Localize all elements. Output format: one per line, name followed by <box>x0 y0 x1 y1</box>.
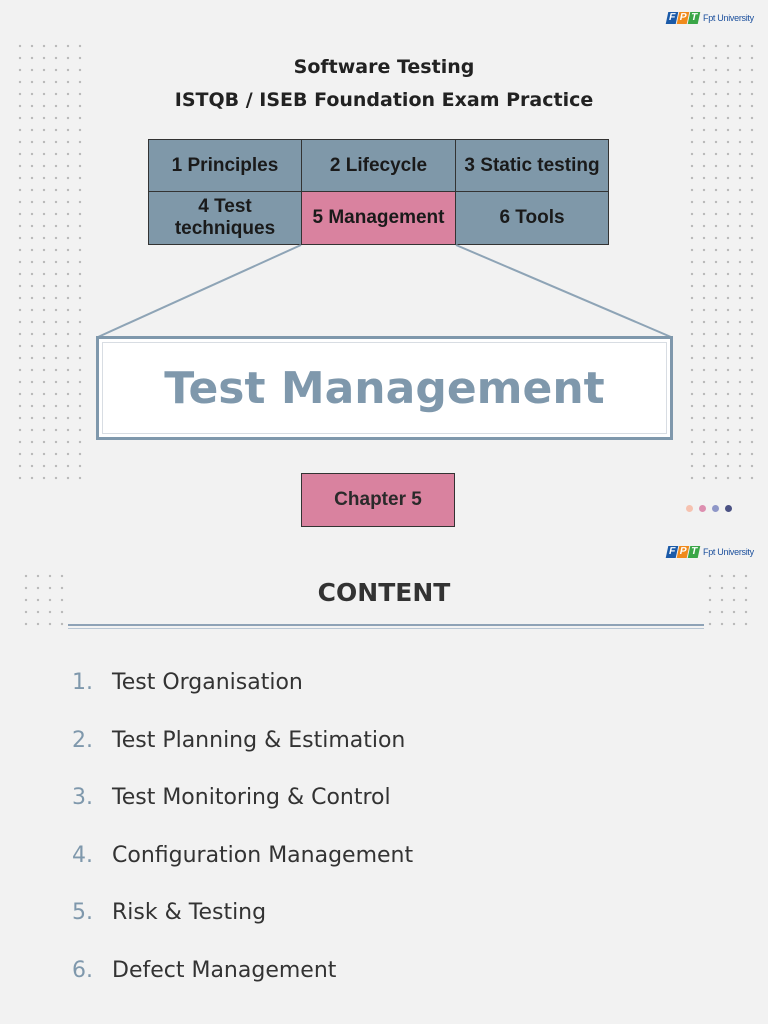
list-item: 2. Test Planning & Estimation <box>72 728 413 786</box>
logo-text: Fpt University <box>703 13 754 23</box>
slide-title-line-2: ISTQB / ISEB Foundation Exam Practice <box>174 89 594 111</box>
logo-text: Fpt University <box>703 547 754 557</box>
list-item: 4. Configuration Management <box>72 843 413 901</box>
topic-box-tools: 6 Tools <box>455 191 609 245</box>
heading-text: Test Management <box>164 362 605 414</box>
dot-pattern-left <box>14 40 86 480</box>
list-item-number: 1. <box>72 670 93 695</box>
dot-navy <box>725 505 732 512</box>
list-item-text: Test Planning & Estimation <box>112 727 406 753</box>
slide-title-line-1: Software Testing <box>293 56 475 78</box>
list-item: 1. Test Organisation <box>72 670 413 728</box>
decorative-dots <box>686 505 738 512</box>
content-title: CONTENT <box>317 578 451 607</box>
list-item-text: Test Organisation <box>112 670 303 695</box>
topic-box-lifecycle: 2 Lifecycle <box>301 139 456 192</box>
topic-box-test-techniques: 4 Test techniques <box>148 191 302 245</box>
list-item-text: Defect Management <box>112 957 337 983</box>
list-item: 3. Test Monitoring & Control <box>72 785 413 843</box>
list-item-text: Test Monitoring & Control <box>112 785 391 810</box>
list-item: 6. Defect Management <box>72 958 413 1016</box>
fpt-university-logo: F P T Fpt University <box>665 12 754 24</box>
list-item-number: 2. <box>72 727 93 753</box>
list-item-number: 5. <box>72 900 93 925</box>
list-item-number: 6. <box>72 957 93 983</box>
logo-letter-t: T <box>687 546 701 558</box>
list-item-number: 4. <box>72 842 93 868</box>
list-item-number: 3. <box>72 785 93 810</box>
list-item: 5. Risk & Testing <box>72 900 413 958</box>
dot-pattern-right <box>686 40 758 480</box>
heading-box: Test Management <box>96 336 673 440</box>
title-underline-secondary <box>68 628 704 629</box>
fpt-university-logo: F P T Fpt University <box>665 546 754 558</box>
chapter-badge: Chapter 5 <box>301 473 455 527</box>
dot-pattern-right <box>704 570 748 632</box>
zoom-line-left <box>97 244 302 338</box>
dot-lavender <box>712 505 719 512</box>
topic-box-static-testing: 3 Static testing <box>455 139 609 192</box>
dot-pink <box>699 505 706 512</box>
title-underline <box>68 624 704 626</box>
zoom-line-right <box>455 244 672 338</box>
dot-peach <box>686 505 693 512</box>
content-slide: F P T Fpt University CONTENT 1. Test Orga… <box>0 540 768 1024</box>
title-slide: F P T Fpt University Software Testing IS… <box>14 12 758 527</box>
content-list: 1. Test Organisation 2. Test Planning & Es… <box>72 670 413 1015</box>
list-item-text: Risk & Testing <box>112 900 267 925</box>
dot-pattern-left <box>20 570 64 632</box>
list-item-text: Configuration Management <box>112 842 414 868</box>
zoom-connector-lines <box>97 244 672 338</box>
